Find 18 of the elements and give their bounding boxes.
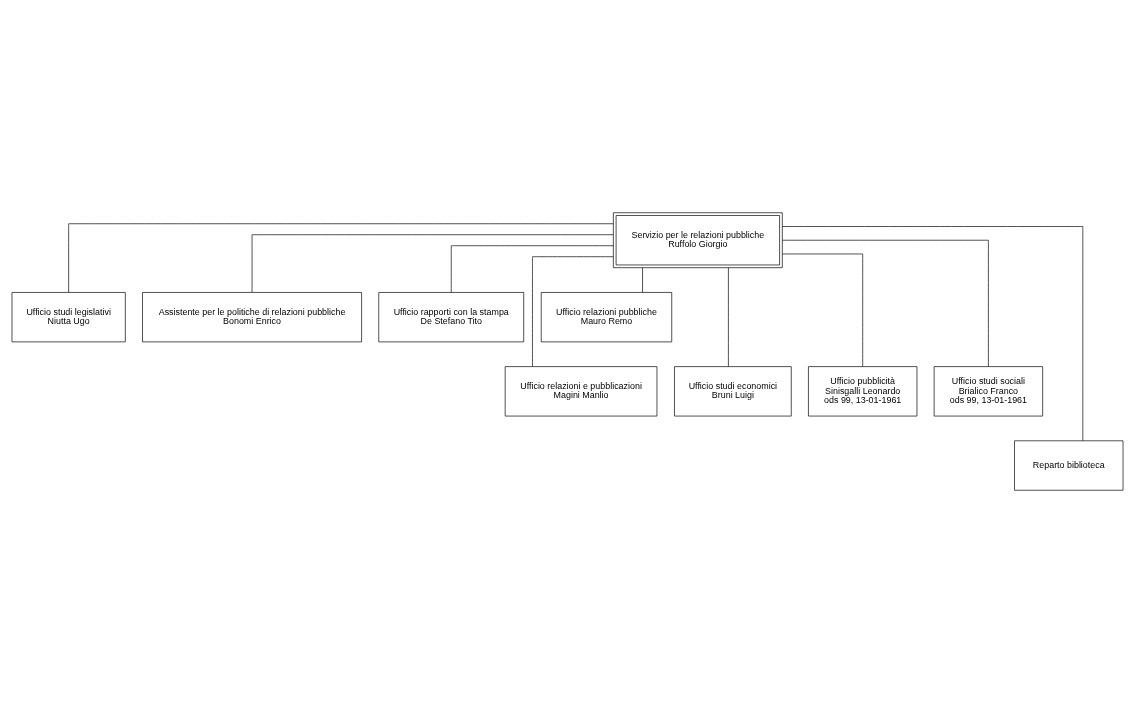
node-box: Ufficio studi economici Bruni Luigi <box>674 365 792 416</box>
node-box: Ufficio studi legislativi Niutta Ugo <box>11 291 126 342</box>
node-box: Reparto biblioteca <box>1014 439 1124 491</box>
node-box: Ufficio relazioni e pubblicazioni Magini Manlio <box>504 365 658 416</box>
connector <box>450 244 614 293</box>
connector <box>728 266 729 367</box>
connector <box>782 239 989 367</box>
connector <box>68 222 614 293</box>
connector <box>532 255 614 367</box>
connector <box>782 225 1084 441</box>
connector <box>642 266 643 293</box>
node-box: Ufficio relazioni pubbliche Mauro Remo <box>540 291 673 342</box>
node-box: Assistente per le politiche di relazioni pubbliche Bonomi Enrico <box>142 291 362 342</box>
node-box: Ufficio pubblicità Sinisgalli Leonardo ods 99, 13-01-1961 <box>808 365 918 416</box>
node-box: Ufficio rapporti con la stampa De Stefano Tito <box>378 291 525 342</box>
node-box: Ufficio studi sociali Brialico Franco ods 99, 13-01-1961 <box>933 365 1043 416</box>
connector <box>251 233 614 293</box>
connector <box>782 253 864 367</box>
